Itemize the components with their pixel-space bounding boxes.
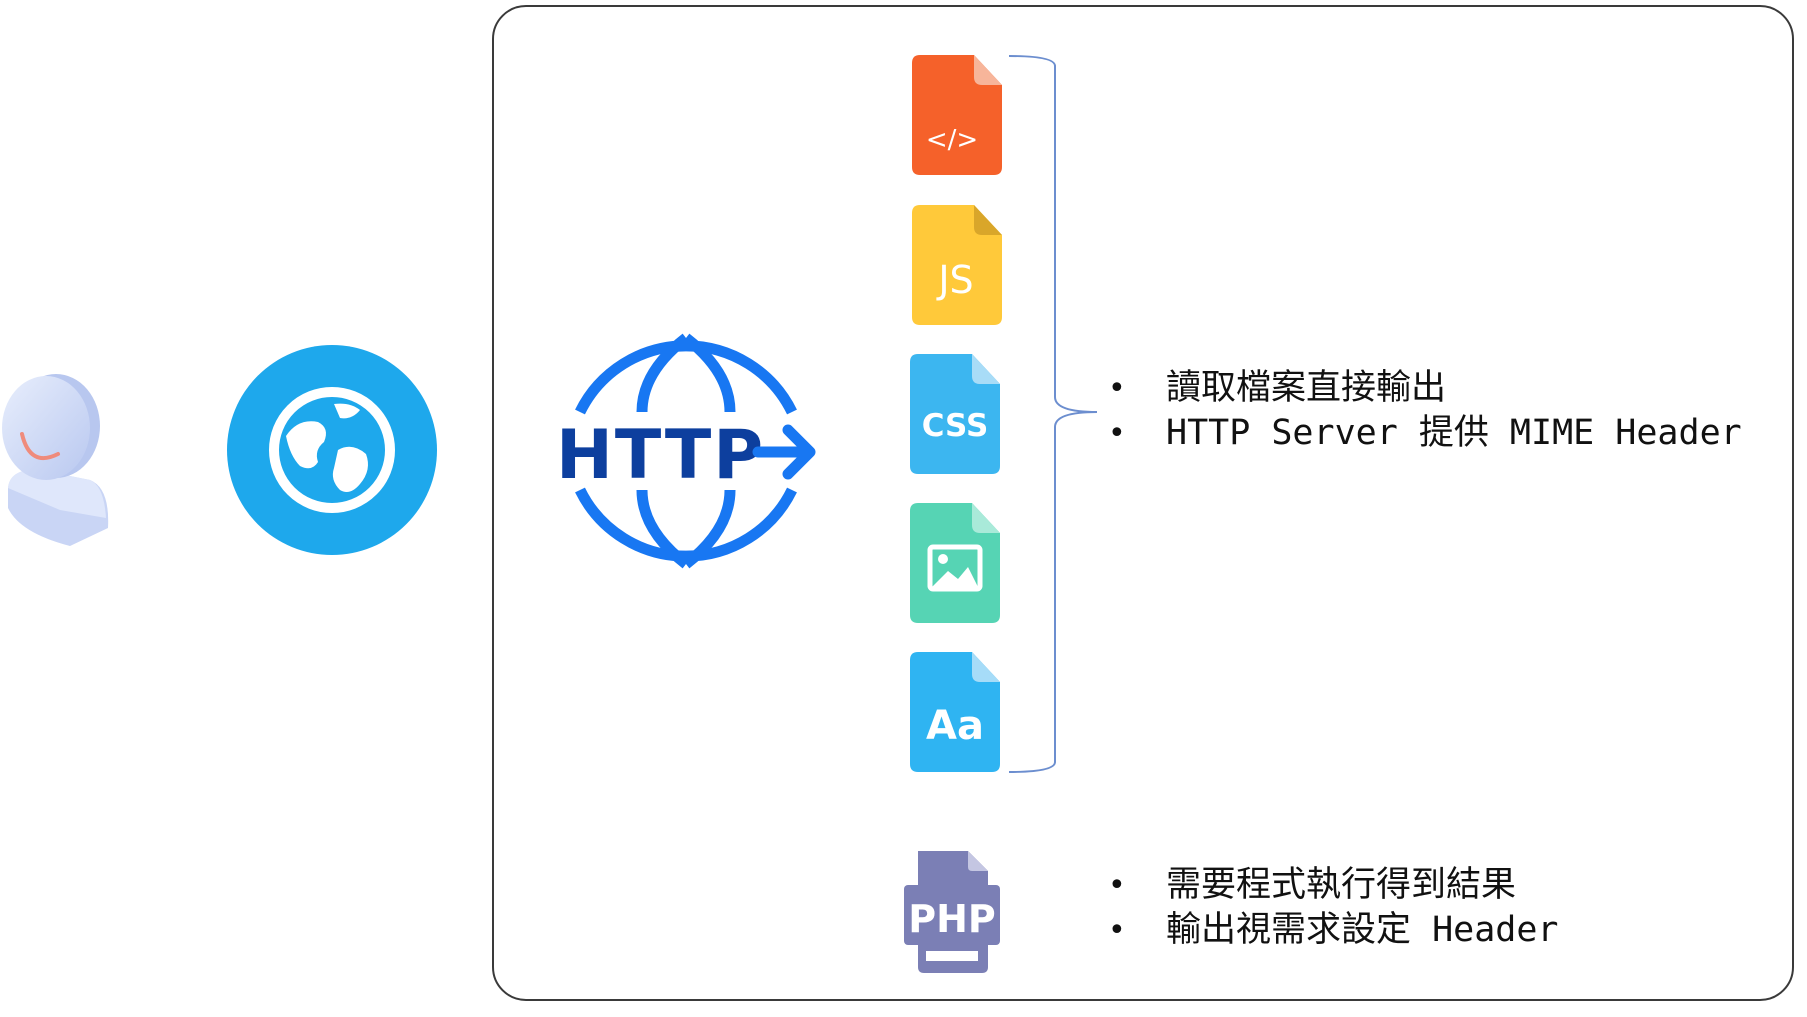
html-file-icon: </> <box>912 55 1002 175</box>
php-file-icon: PHP <box>904 851 1000 973</box>
note-item: •輸出視需求設定 Header <box>1108 910 1559 950</box>
http-label: HTTP <box>556 416 765 495</box>
font-file-icon: Aa <box>910 652 1000 772</box>
php-notes: •需要程式執行得到結果 •輸出視需求設定 Header <box>1108 863 1559 953</box>
note-item: •需要程式執行得到結果 <box>1108 865 1517 905</box>
static-files-brace <box>1008 55 1098 773</box>
php-file-label: PHP <box>908 897 996 941</box>
static-file-notes: •讀取檔案直接輸出 •HTTP Server 提供 MIME Header <box>1108 366 1742 456</box>
html-file-label: </> <box>926 125 978 155</box>
note-item: •HTTP Server 提供 MIME Header <box>1108 413 1742 453</box>
note-item: •讀取檔案直接輸出 <box>1108 368 1447 408</box>
css-file-label: CSS <box>922 408 989 444</box>
js-file-icon: JS <box>912 205 1002 325</box>
http-logo-icon: HTTP <box>556 333 816 569</box>
image-file-icon <box>910 503 1000 623</box>
font-file-label: Aa <box>926 703 984 749</box>
user-avatar-icon <box>2 374 109 546</box>
js-file-label: JS <box>936 258 973 302</box>
web-server-container <box>492 5 1794 1001</box>
browser-globe-icon <box>227 345 437 555</box>
css-file-icon: CSS <box>910 354 1000 474</box>
